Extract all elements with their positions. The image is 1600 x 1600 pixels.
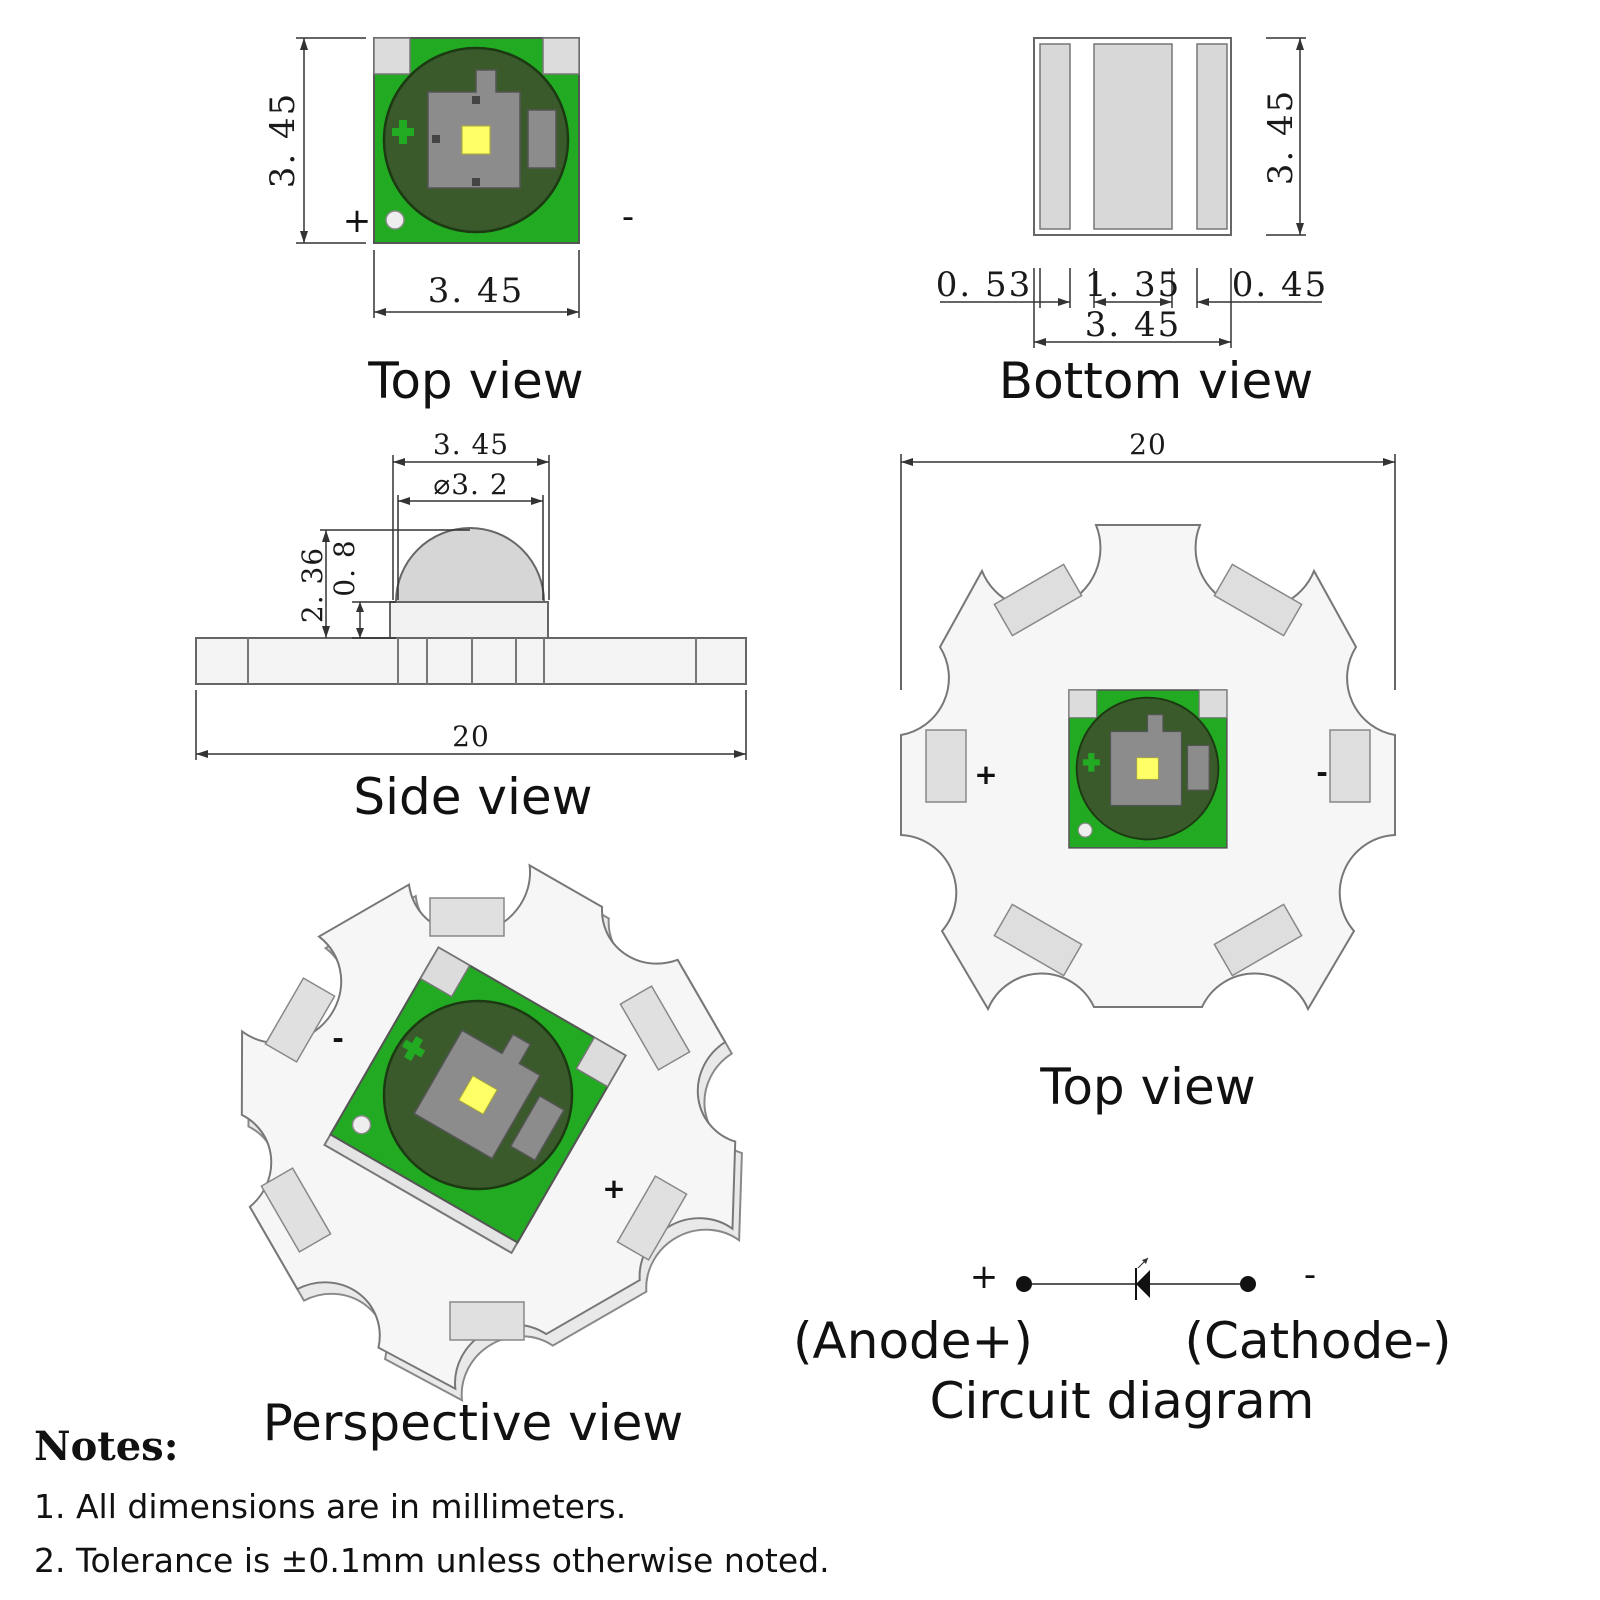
- perspective-view-caption: Perspective view: [263, 1394, 684, 1452]
- bottom-view-height-label: 3. 45: [1261, 89, 1301, 186]
- anode-label: (Anode+): [793, 1312, 1033, 1370]
- star-top-view-minus-sign: -: [1316, 756, 1328, 789]
- side-view-caption: Side view: [353, 768, 592, 826]
- top-view-plus-sign: +: [343, 201, 372, 241]
- side-view-led: [389, 527, 549, 639]
- perspective-minus-sign: -: [332, 1022, 344, 1055]
- side-view-board: [195, 637, 747, 685]
- perspective-pad-upper-right: [619, 985, 691, 1071]
- bottom-view-height-dimension: 3. 45: [1261, 37, 1306, 236]
- anode-terminal: [1016, 1276, 1032, 1292]
- perspective-plus-sign: +: [602, 1172, 625, 1205]
- top-view-caption: Top view: [367, 352, 583, 410]
- bottom-view-dim-right: 0. 45: [1232, 265, 1329, 305]
- star-board: [900, 524, 1396, 1010]
- note-item-1: 1. All dimensions are in millimeters.: [34, 1487, 626, 1526]
- circuit-diagram-caption: Circuit diagram: [930, 1372, 1315, 1430]
- notes: Notes: 1. All dimensions are in millimet…: [34, 1423, 830, 1580]
- side-view-dome-diameter-label: ⌀3. 2: [433, 468, 508, 501]
- perspective-led-package: [323, 946, 627, 1255]
- cathode-terminal: [1240, 1276, 1256, 1292]
- cathode-label: (Cathode-): [1185, 1312, 1452, 1370]
- star-pad-bottom-left: [993, 903, 1083, 977]
- side-view: 3. 45 ⌀3. 2 2. 36 0. 8 20 Side view: [195, 428, 747, 826]
- side-view-dome-height-label: 0. 8: [328, 539, 361, 596]
- diode-symbol: [1135, 1257, 1150, 1300]
- star-pad-left: [925, 729, 967, 803]
- top-view-height-label: 3. 45: [263, 92, 303, 189]
- circuit-plus-sign: +: [970, 1257, 999, 1297]
- star-pad-bottom-right: [1213, 903, 1303, 977]
- side-view-height-label: 2. 36: [296, 547, 329, 623]
- star-top-view-plus-sign: +: [974, 758, 997, 791]
- bottom-view-caption: Bottom view: [999, 352, 1313, 410]
- bottom-view-package: [1033, 37, 1232, 236]
- side-view-board-label: 20: [452, 720, 490, 753]
- star-top-view-width-label: 20: [1129, 428, 1167, 461]
- star-pad-top-left: [993, 563, 1083, 637]
- bottom-view: 3. 45 0. 53 1. 35 0. 45 3. 45 Bottom v: [936, 37, 1329, 410]
- perspective-pads: [260, 897, 691, 1341]
- bottom-view-dim-mid: 1. 35: [1085, 265, 1182, 305]
- star-top-view-width-dimension: 20: [900, 428, 1396, 690]
- led-package-top: [373, 37, 580, 244]
- top-view-small: 3. 45 3. 45 + - Top view: [263, 37, 634, 410]
- side-view-top-dimensions: 3. 45 ⌀3. 2: [392, 428, 550, 600]
- star-pad-top-right: [1213, 563, 1303, 637]
- side-view-width-label: 3. 45: [433, 428, 509, 461]
- circuit-minus-sign: -: [1304, 1255, 1316, 1295]
- top-view-minus-sign: -: [622, 197, 634, 237]
- note-item-2: 2. Tolerance is ±0.1mm unless otherwise …: [34, 1541, 830, 1580]
- perspective-pad-top: [429, 897, 505, 937]
- star-top-view: 20 + - Top view: [900, 428, 1396, 1116]
- star-top-view-caption: Top view: [1039, 1058, 1255, 1116]
- notes-title: Notes:: [34, 1423, 178, 1470]
- side-view-board-dimension: 20: [195, 690, 747, 760]
- circuit-diagram: + - (Anode+) (Cathode-) Circuit diagram: [793, 1255, 1451, 1430]
- perspective-pad-lower-left: [260, 1167, 332, 1253]
- top-view-height-dimension: 3. 45: [263, 37, 366, 244]
- perspective-pad-bottom: [449, 1301, 525, 1341]
- star-pad-right: [1329, 729, 1371, 803]
- side-view-height-dimensions: 2. 36 0. 8: [296, 529, 470, 639]
- top-view-width-dimension: 3. 45: [373, 250, 580, 318]
- perspective-view: - + Perspective view: [149, 786, 816, 1452]
- star-led-package: [1068, 689, 1228, 849]
- bottom-view-pad-dimensions: 0. 53 1. 35 0. 45 3. 45: [936, 265, 1329, 348]
- bottom-view-dim-total: 3. 45: [1085, 305, 1182, 345]
- bottom-view-dim-left: 0. 53: [936, 265, 1033, 305]
- perspective-pad-upper-left: [264, 977, 336, 1063]
- perspective-pad-lower-right: [616, 1175, 688, 1261]
- top-view-width-label: 3. 45: [428, 271, 525, 311]
